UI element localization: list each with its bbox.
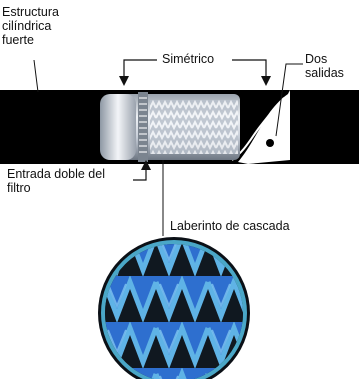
labyrinth-label: Laberinto de cascada [170, 219, 290, 233]
structure-leader [33, 59, 39, 93]
inlet-label: Entrada doble del filtro [7, 167, 105, 195]
arrow-down-icon [261, 76, 271, 86]
filter-ring [138, 92, 148, 162]
structure-label-line-2: cilíndrica [2, 19, 52, 33]
filter-end-cap [100, 94, 136, 160]
symmetric-label: Simétrico [162, 52, 215, 66]
inlet-leader [133, 166, 147, 181]
arrow-down-icon [119, 76, 129, 86]
filter-weave [150, 100, 238, 154]
inlet-label-line-1: Entrada doble del [7, 167, 105, 181]
outputs-label: Dos salidas [305, 52, 344, 80]
outputs-leader [275, 63, 303, 137]
cascade-labyrinth-mesh [105, 244, 243, 379]
zoom-circle-icon [98, 237, 250, 379]
outlet-region [238, 90, 290, 164]
structure-label-line-3: fuerte [2, 33, 34, 47]
outlet-hole [266, 139, 274, 147]
inlet-label-line-2: filtro [7, 181, 31, 195]
structure-label-line-1: Estructura [2, 5, 59, 19]
arrow-up-icon [141, 160, 151, 170]
outputs-label-line-2: salidas [305, 66, 344, 80]
outputs-label-line-1: Dos [305, 52, 328, 66]
symmetric-bracket [123, 59, 267, 80]
structure-label: Estructura cilíndrica fuerte [2, 5, 59, 47]
